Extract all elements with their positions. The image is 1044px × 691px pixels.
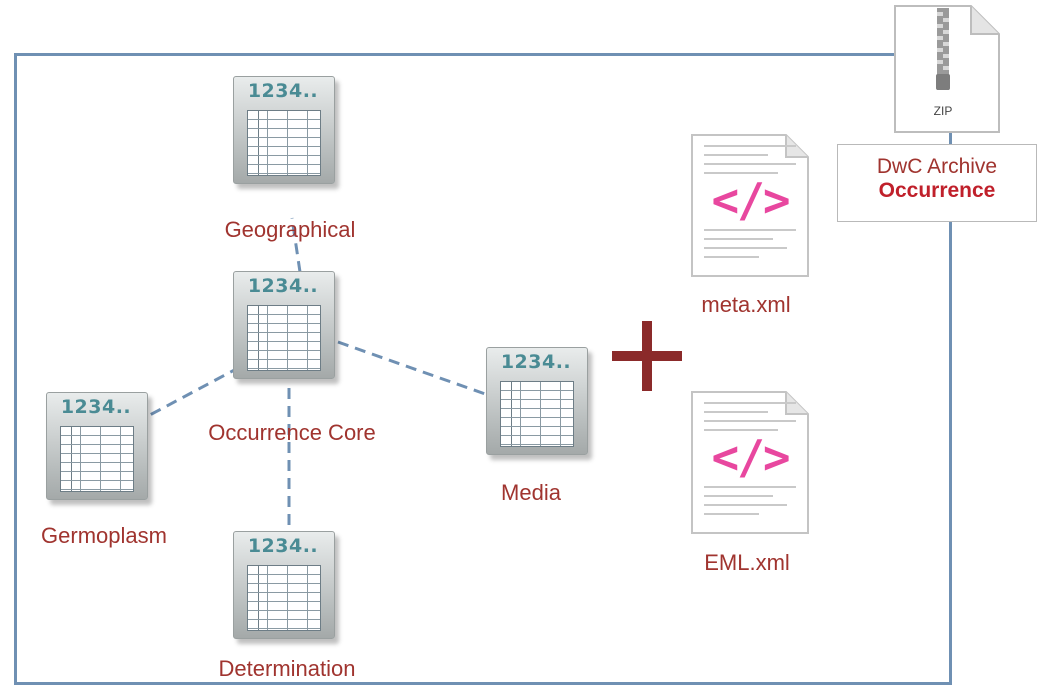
table-number-text: 1234.. [500, 351, 572, 373]
occurrence-core-table-icon: 1234.. [233, 271, 341, 383]
plus-icon [612, 321, 682, 391]
dwc-archive-box: DwC Archive Occurrence [837, 144, 1037, 222]
meta-xml-label: meta.xml [701, 292, 791, 317]
germoplasm-label: Germoplasm [41, 523, 167, 548]
zip-file-icon: ZIP [893, 4, 1001, 136]
edge-core-germoplasm [147, 365, 241, 418]
table-number-text: 1234.. [247, 275, 319, 297]
determination-table-icon: 1234.. [233, 531, 341, 643]
eml-xml-file-icon: </> [690, 390, 810, 535]
media-table-icon: 1234.. [486, 347, 594, 459]
geographical-label: Geographical [224, 217, 356, 242]
occurrence-core-label: Occurrence Core [208, 420, 376, 445]
eml-xml-label: EML.xml [704, 550, 790, 575]
determination-label: Determination [218, 656, 356, 681]
xml-tag-text: </> [711, 430, 790, 484]
dwc-archive-subtitle: Occurrence [878, 179, 996, 202]
table-number-text: 1234.. [60, 396, 132, 418]
table-number-text: 1234.. [247, 80, 319, 102]
media-label: Media [501, 480, 561, 505]
archive-frame [14, 53, 952, 685]
edge-core-geographical [290, 217, 302, 273]
xml-tag-text: </> [711, 173, 790, 227]
table-number-text: 1234.. [247, 535, 319, 557]
geographical-table-icon: 1234.. [233, 76, 341, 188]
zip-label: ZIP [933, 104, 953, 118]
meta-xml-file-icon: </> [690, 133, 810, 278]
edge-core-media [337, 340, 489, 397]
germoplasm-table-icon: 1234.. [46, 392, 154, 504]
dwc-archive-title: DwC Archive [876, 155, 998, 178]
